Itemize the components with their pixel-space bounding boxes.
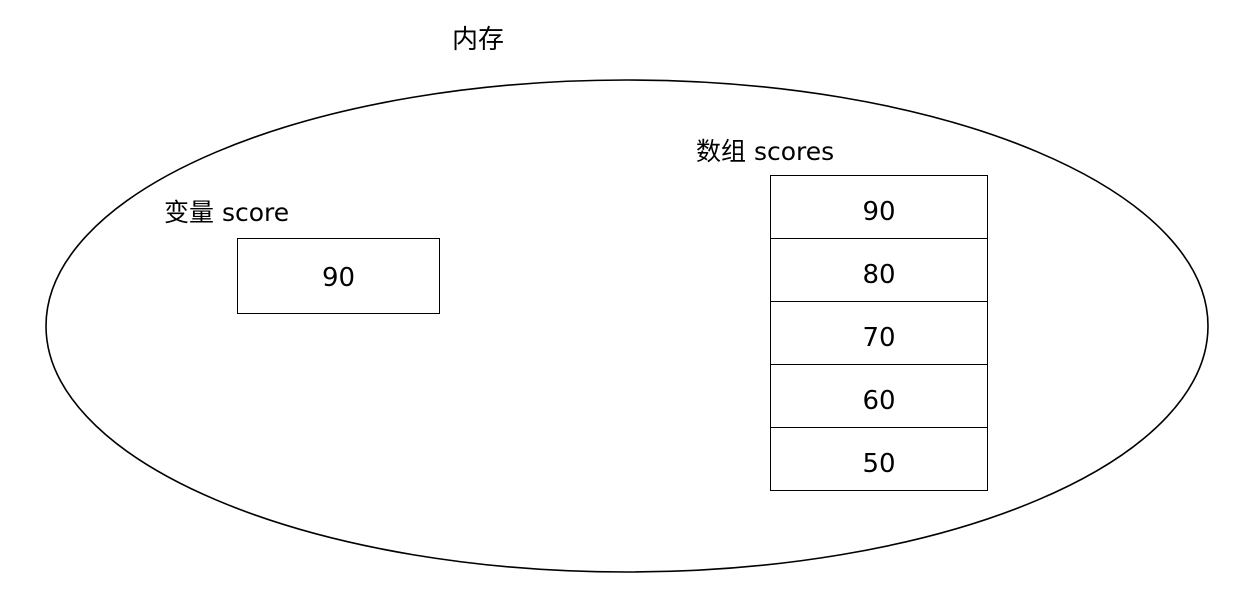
- array-label: 数组 scores: [696, 137, 835, 166]
- array-cell: 70: [771, 302, 987, 365]
- variable-box: 90: [237, 238, 440, 314]
- array-cell-value: 70: [862, 323, 896, 353]
- ellipse-outline: [45, 79, 1209, 573]
- array-cell-value: 60: [862, 386, 896, 416]
- variable-label: 变量 score: [164, 198, 290, 227]
- array-cell-value: 80: [862, 260, 896, 290]
- array-cell-value: 90: [862, 197, 896, 227]
- memory-title: 内存: [452, 25, 505, 55]
- array-cell: 80: [771, 239, 987, 302]
- array-cell-value: 50: [862, 449, 896, 479]
- variable-value: 90: [321, 263, 356, 293]
- array-table: 90 80 70 60 50: [770, 175, 988, 491]
- array-cell: 50: [771, 428, 987, 490]
- array-cell: 90: [771, 176, 987, 239]
- array-cell: 60: [771, 365, 987, 428]
